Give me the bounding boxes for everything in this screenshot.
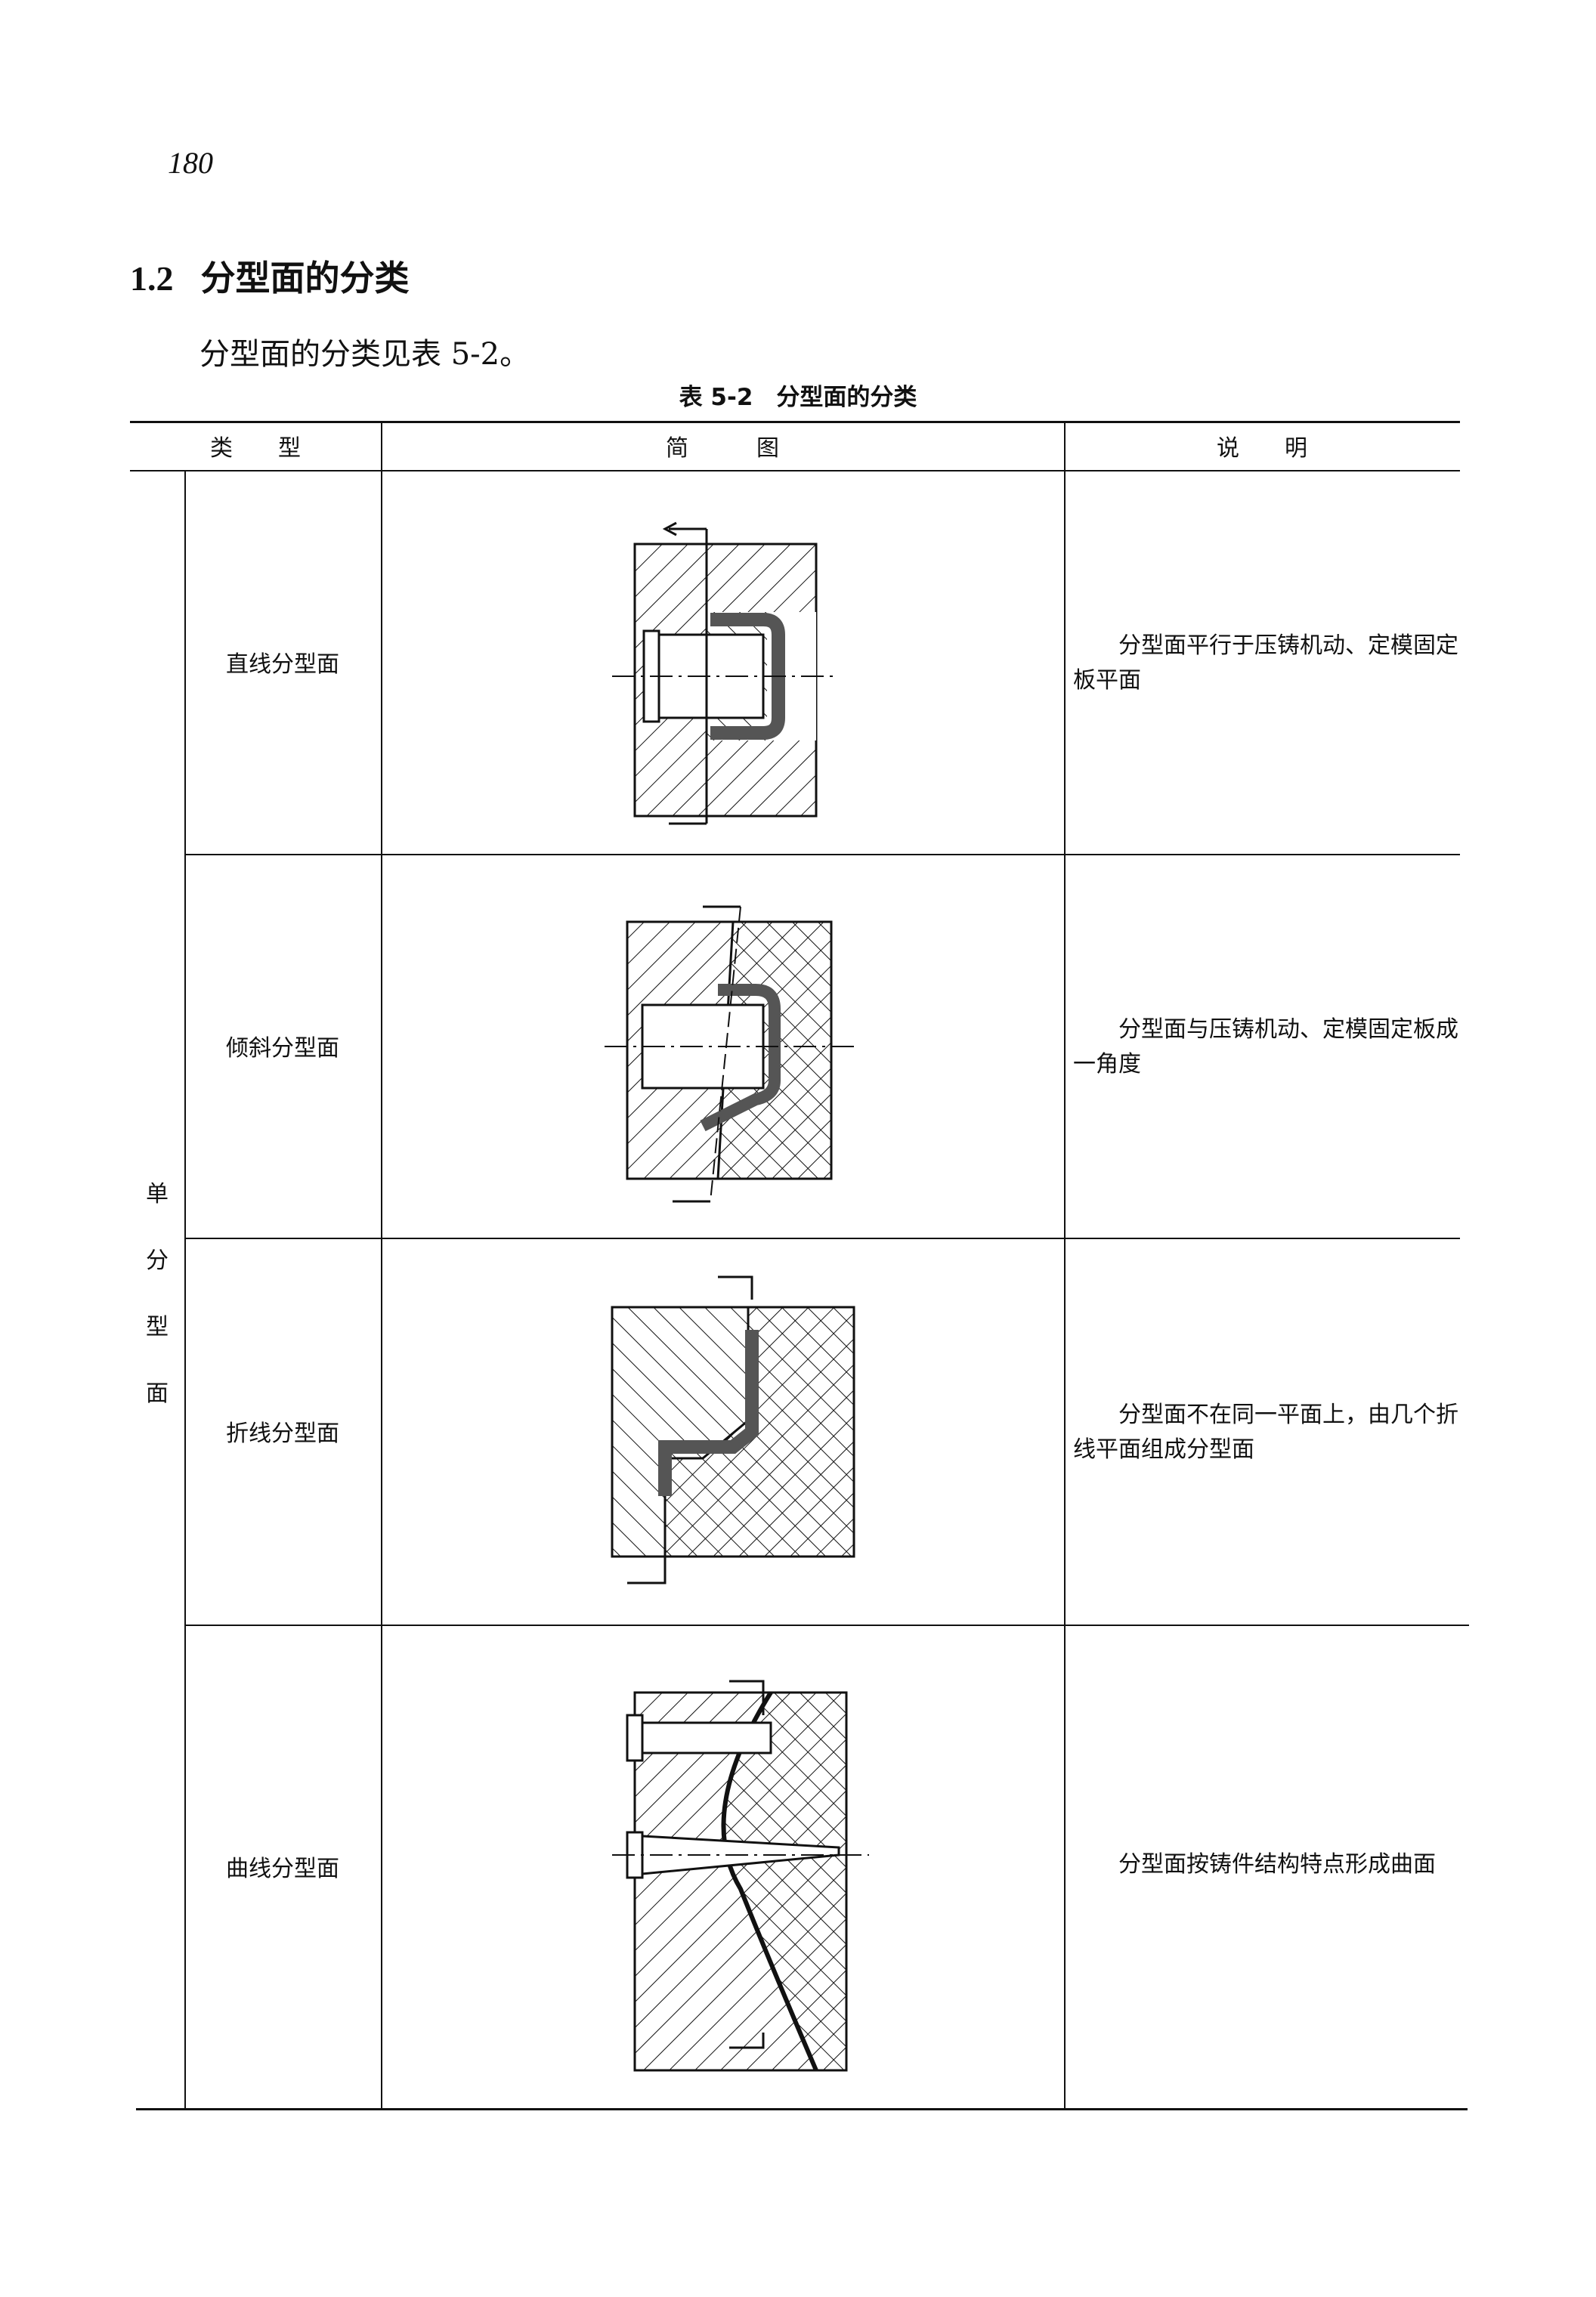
table-caption: 表 5-2 分型面的分类 bbox=[679, 384, 917, 411]
section-heading: 1.2 分型面的分类 bbox=[130, 251, 410, 301]
header-type: 类 型 bbox=[210, 434, 301, 462]
row-description: 分型面不在同一平面上，由几个折线平面组成分型面 bbox=[1073, 1402, 1458, 1463]
header-diagram: 简 图 bbox=[666, 434, 779, 462]
header-description: 说 明 bbox=[1217, 434, 1307, 462]
curved-parting-diagram bbox=[612, 1680, 869, 2072]
row-type: 曲线分型面 bbox=[226, 1856, 339, 1882]
row-divider bbox=[184, 1238, 1460, 1239]
row-type: 折线分型面 bbox=[226, 1421, 339, 1447]
group-char: 单 bbox=[146, 1181, 169, 1207]
row-type: 直线分型面 bbox=[226, 651, 339, 678]
column-divider bbox=[184, 470, 186, 2110]
row-type: 倾斜分型面 bbox=[226, 1035, 339, 1062]
group-char: 型 bbox=[146, 1314, 169, 1340]
row-description: 分型面按铸件结构特点形成曲面 bbox=[1118, 1851, 1436, 1878]
row-divider bbox=[184, 854, 1460, 855]
group-char: 分 bbox=[146, 1247, 169, 1274]
column-divider bbox=[381, 421, 382, 2110]
row-divider bbox=[184, 1625, 1469, 1626]
header-rule bbox=[130, 470, 1460, 471]
intro-paragraph: 分型面的分类见表 5-2。 bbox=[200, 337, 530, 372]
table-bottom-rule bbox=[136, 2108, 1468, 2110]
column-divider bbox=[1064, 421, 1066, 2110]
inclined-parting-diagram bbox=[605, 905, 854, 1203]
group-char: 面 bbox=[146, 1380, 169, 1407]
section-title: 分型面的分类 bbox=[200, 258, 410, 298]
section-number: 1.2 bbox=[130, 259, 174, 298]
row-description: 分型面与压铸机动、定模固定板成一角度 bbox=[1073, 1016, 1458, 1077]
table-top-rule bbox=[130, 421, 1460, 423]
straight-parting-diagram bbox=[612, 521, 839, 825]
broken-line-parting-diagram bbox=[611, 1275, 855, 1584]
page-number: 180 bbox=[168, 146, 213, 180]
group-label: 单 分 型 面 bbox=[130, 1175, 184, 1408]
row-description: 分型面平行于压铸机动、定模固定板平面 bbox=[1073, 632, 1458, 694]
